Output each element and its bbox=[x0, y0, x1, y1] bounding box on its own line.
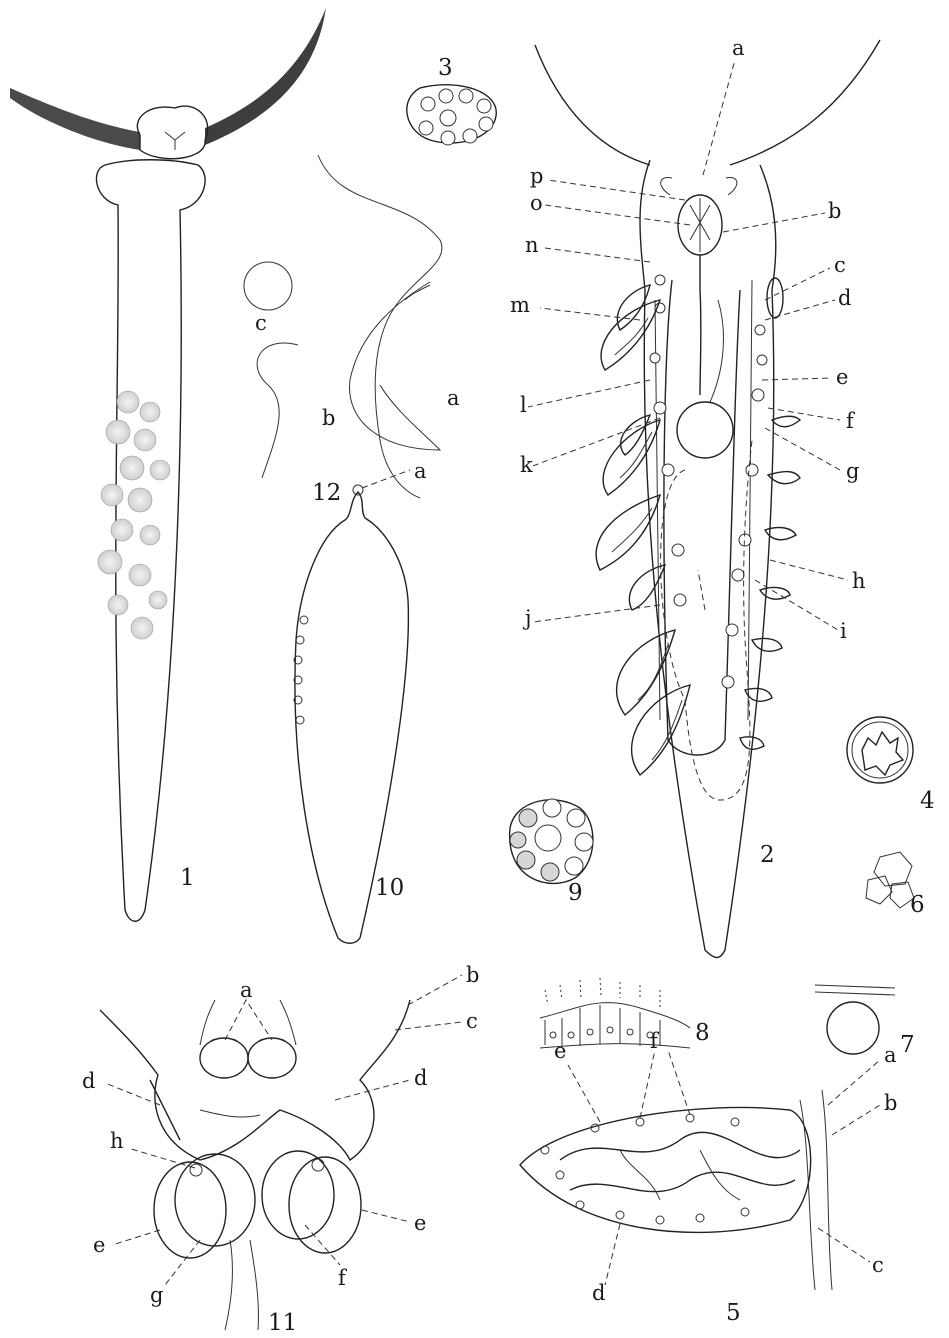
figure-11-label-a: a bbox=[240, 978, 253, 1002]
figure-10-juvenile: a 10 bbox=[294, 459, 427, 943]
figure-11-label-c: c bbox=[466, 1009, 478, 1033]
figure-2-label-k: k bbox=[520, 453, 533, 477]
figure-2-label-a: a bbox=[732, 36, 745, 60]
figure-2-label-e: e bbox=[836, 365, 848, 389]
figure-6-cells: 6 bbox=[866, 852, 925, 918]
figure-12-spermatozoa: c b a 12 bbox=[244, 155, 460, 506]
figure-2-label-c: c bbox=[834, 253, 846, 277]
figure-1-whole-animal: 1 bbox=[10, 8, 326, 921]
figure-2-label-l: l bbox=[520, 393, 527, 417]
figure-11-label-h: h bbox=[110, 1129, 124, 1153]
figure-8-epithelium: 8 bbox=[540, 978, 710, 1048]
figure-11-label-e-left: e bbox=[93, 1233, 105, 1257]
figure-5-gonad: e f a b c d 5 bbox=[520, 1029, 897, 1326]
figure-12-part-b bbox=[257, 343, 298, 478]
figure-11-label-g: g bbox=[150, 1283, 163, 1307]
figure-5-label-f: f bbox=[650, 1029, 660, 1053]
figure-2-label-f: f bbox=[846, 409, 856, 433]
figure-1-left-tentacle bbox=[10, 88, 140, 150]
figure-11-label-d-right: d bbox=[414, 1066, 427, 1090]
figure-2-label-i: i bbox=[840, 619, 847, 643]
figure-2-label-d: d bbox=[838, 286, 851, 310]
figure-5-label-a: a bbox=[884, 1043, 897, 1067]
figure-12-part-c bbox=[244, 262, 292, 310]
figure-3-cross-section: 3 bbox=[407, 55, 496, 145]
figure-4-number: 4 bbox=[920, 788, 935, 814]
figure-11-head-detail: a b c d d h e e f g 11 bbox=[82, 963, 479, 1336]
figure-1-right-tentacle bbox=[205, 8, 326, 145]
figure-10-label-a: a bbox=[414, 459, 427, 483]
figure-2-anatomy: a b c d e f g h i j k l m n o p 2 bbox=[510, 36, 880, 958]
figure-8-number: 8 bbox=[695, 1020, 710, 1046]
figure-4-section: 4 bbox=[847, 717, 935, 814]
figure-2-label-b: b bbox=[828, 199, 841, 223]
figure-11-label-b: b bbox=[466, 963, 479, 987]
figure-11-number: 11 bbox=[268, 1310, 297, 1336]
figure-12-label-c: c bbox=[255, 311, 267, 335]
figure-2-label-h: h bbox=[852, 569, 866, 593]
figure-2-leader-lines bbox=[528, 60, 848, 630]
figure-11-label-d-left: d bbox=[82, 1069, 95, 1093]
figure-9-number: 9 bbox=[568, 880, 583, 906]
figure-3-number: 3 bbox=[438, 55, 453, 81]
figure-2-number: 2 bbox=[760, 842, 775, 868]
figure-1-number: 1 bbox=[180, 865, 195, 891]
figure-5-label-d: d bbox=[592, 1281, 605, 1305]
figure-12-label-a: a bbox=[447, 386, 460, 410]
figure-2-label-m: m bbox=[510, 293, 530, 317]
figure-2-label-g: g bbox=[846, 459, 859, 483]
figure-5-label-c: c bbox=[872, 1253, 884, 1277]
figure-2-label-n: n bbox=[525, 233, 539, 257]
figure-12-number: 12 bbox=[312, 480, 341, 506]
figure-2-label-p: p bbox=[530, 164, 543, 188]
figure-7-gland: 7 bbox=[815, 985, 915, 1058]
figure-2-label-o: o bbox=[530, 191, 543, 215]
figure-11-label-f: f bbox=[338, 1266, 348, 1290]
figure-1-head bbox=[137, 106, 207, 159]
figure-12-label-b: b bbox=[322, 406, 335, 430]
figure-2-left-gonads bbox=[596, 285, 690, 775]
figure-1-egg-cluster bbox=[98, 391, 170, 639]
figure-7-number: 7 bbox=[900, 1032, 915, 1058]
figure-9-section: 9 bbox=[510, 799, 593, 906]
figure-5-label-e: e bbox=[554, 1039, 566, 1063]
figure-10-number: 10 bbox=[375, 875, 404, 901]
figure-6-number: 6 bbox=[910, 892, 925, 918]
figure-2-label-j: j bbox=[522, 606, 532, 630]
figure-11-label-e-right: e bbox=[414, 1211, 426, 1235]
figure-5-number: 5 bbox=[726, 1300, 741, 1326]
figure-5-label-b: b bbox=[884, 1091, 897, 1115]
